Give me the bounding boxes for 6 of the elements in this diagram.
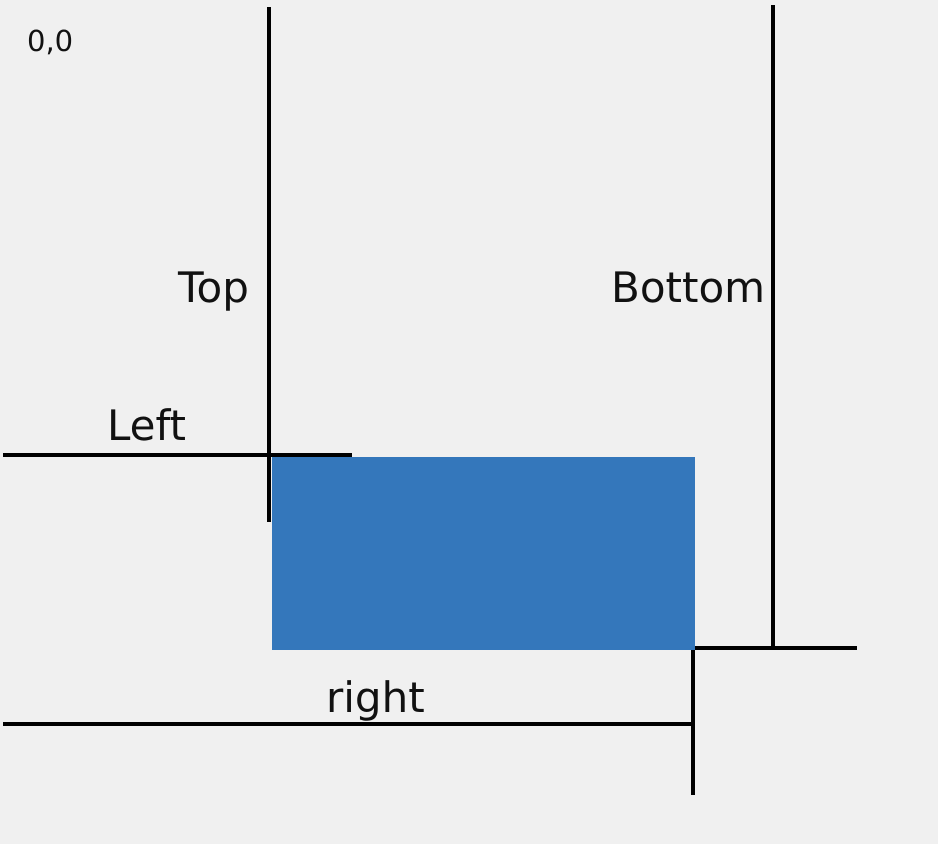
origin-label: 0,0 <box>27 27 74 56</box>
dimension-label: right <box>326 677 425 719</box>
dimension-label: Top <box>178 267 249 309</box>
positioned-rectangle <box>272 457 695 650</box>
dimension-label: Left <box>107 405 186 447</box>
dimension-label: Bottom <box>611 267 766 309</box>
